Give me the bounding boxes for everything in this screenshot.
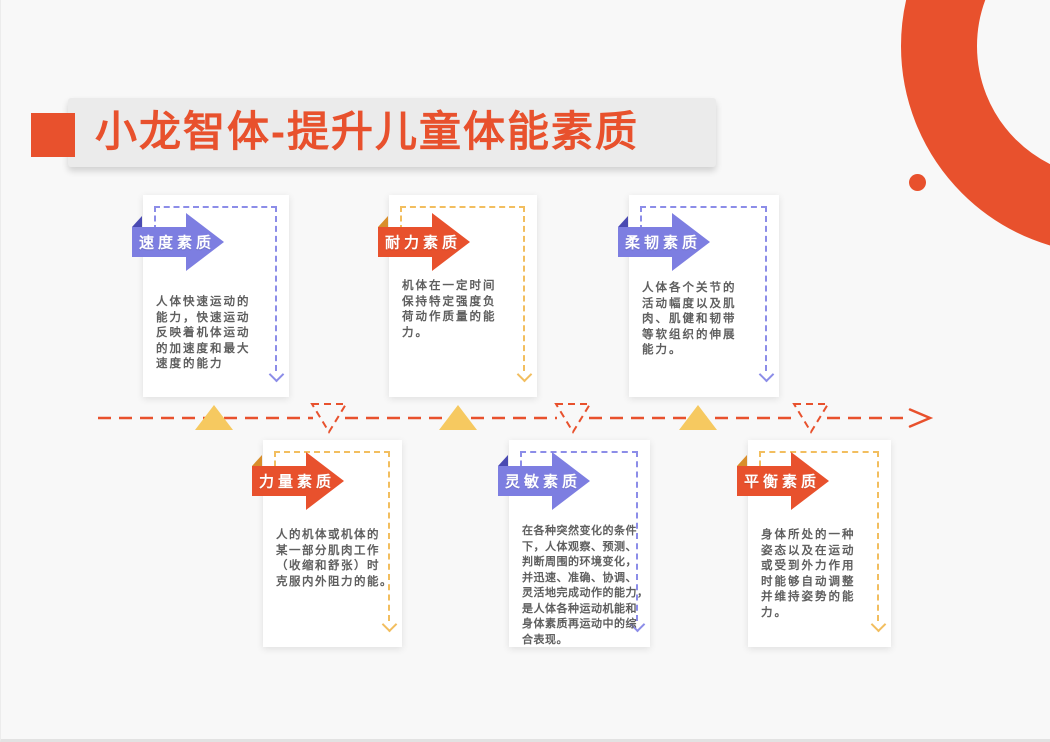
card-title: 速度素质 bbox=[139, 234, 216, 252]
down-triangle-markers bbox=[310, 403, 830, 434]
down-triangle-icon bbox=[792, 403, 830, 434]
dashed-border-frame bbox=[759, 451, 879, 621]
ring-decoration bbox=[901, 0, 1050, 254]
ribbon-arrow-icon: 平衡素质 bbox=[737, 452, 829, 510]
ribbon-arrow-icon: 耐力素质 bbox=[378, 213, 470, 271]
card-title: 柔韧素质 bbox=[625, 234, 702, 252]
title-bar: 小龙智体-提升儿童体能素质 bbox=[68, 98, 716, 167]
page-title: 小龙智体-提升儿童体能素质 bbox=[95, 108, 639, 155]
timeline-arrowhead-icon bbox=[908, 408, 934, 428]
ribbon-arrow-icon: 灵敏素质 bbox=[498, 452, 590, 510]
card-title: 耐力素质 bbox=[385, 234, 462, 252]
down-triangle-icon bbox=[554, 403, 592, 434]
ribbon-arrow-icon: 力量素质 bbox=[252, 452, 344, 510]
title-accent-square bbox=[31, 113, 75, 157]
card-flexibility: 柔韧素质 人体各个关节的 活动幅度以及肌 肉、肌健和韧带 等软组织的伸展 能力。 bbox=[618, 195, 779, 397]
down-triangle-icon bbox=[310, 403, 348, 434]
up-triangle-icon bbox=[439, 405, 477, 430]
up-triangle-icon bbox=[195, 405, 233, 430]
card-description: 在各种突然变化的条件 下，人体观察、预测、 判断周围的环境变化， 并迅速、准确、… bbox=[522, 525, 649, 646]
ribbon-arrow-icon: 柔韧素质 bbox=[618, 213, 710, 271]
up-triangle-icon bbox=[679, 405, 717, 430]
dot-decoration bbox=[909, 174, 926, 191]
card-title: 力量素质 bbox=[259, 473, 336, 491]
card-description: 人体快速运动的 能力，快速运动 反映着机体运动 的加速度和最大 速度的能力 bbox=[156, 296, 251, 370]
card-agility: 灵敏素质 在各种突然变化的条件 下，人体观察、预测、 判断周围的环境变化， 并迅… bbox=[498, 440, 650, 647]
dashed-border-frame bbox=[154, 206, 277, 371]
up-triangle-markers bbox=[195, 405, 717, 430]
card-description: 机体在一定时间 保持特定强度负 荷动作质量的能 力。 bbox=[402, 280, 497, 339]
card-title: 平衡素质 bbox=[744, 473, 821, 491]
dashed-border-frame bbox=[400, 206, 525, 371]
card-speed: 速度素质 人体快速运动的 能力，快速运动 反映着机体运动 的加速度和最大 速度的… bbox=[132, 195, 289, 397]
card-balance: 平衡素质 身体所处的一种 姿态以及在运动 或受到外力作用 时能够自动调整 并维持… bbox=[737, 440, 891, 647]
timeline bbox=[98, 403, 934, 434]
card-description: 身体所处的一种 姿态以及在运动 或受到外力作用 时能够自动调整 并维持姿势的能 … bbox=[761, 529, 856, 619]
ribbon-arrow-icon: 速度素质 bbox=[132, 213, 224, 271]
dashed-border-frame bbox=[520, 451, 638, 621]
card-description: 人体各个关节的 活动幅度以及肌 肉、肌健和韧带 等软组织的伸展 能力。 bbox=[642, 282, 737, 356]
card-endurance: 耐力素质 机体在一定时间 保持特定强度负 荷动作质量的能 力。 bbox=[378, 195, 537, 397]
dashed-border-frame bbox=[640, 206, 767, 371]
card-description: 人的机体或机体的 某一部分肌肉工作 （收缩和舒张）时 克服内外阻力的能。 bbox=[276, 529, 393, 588]
card-title: 灵敏素质 bbox=[505, 473, 582, 491]
card-strength: 力量素质 人的机体或机体的 某一部分肌肉工作 （收缩和舒张）时 克服内外阻力的能… bbox=[252, 440, 402, 647]
dashed-border-frame bbox=[274, 451, 390, 621]
